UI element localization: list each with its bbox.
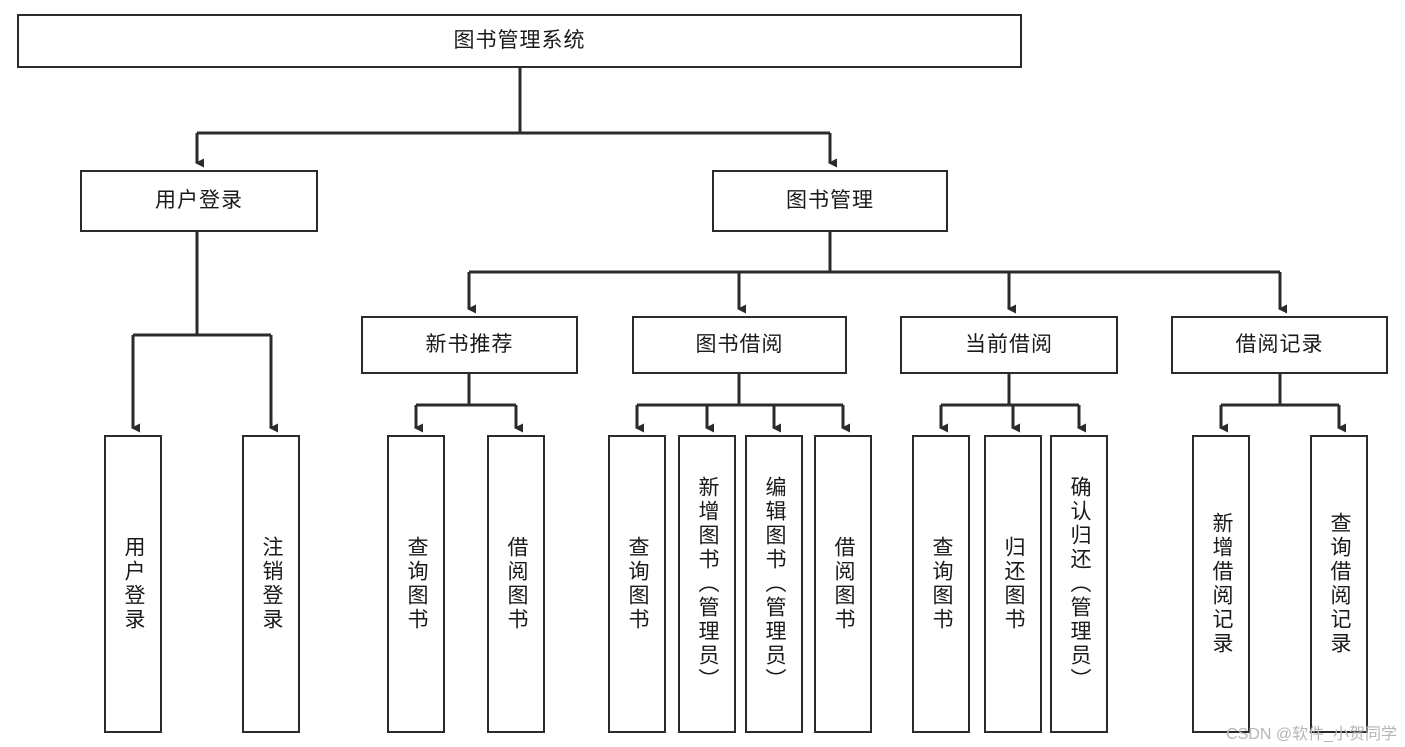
leaf-label: 查询借阅记录	[1328, 512, 1351, 656]
node-leaf-return-book[interactable]: 归还图书	[984, 435, 1042, 733]
node-new-book-recommend[interactable]: 新书推荐	[361, 316, 578, 374]
node-leaf-user-login[interactable]: 用户登录	[104, 435, 162, 733]
node-leaf-confirm-return-admin[interactable]: 确认归还（管理员）	[1050, 435, 1108, 733]
leaf-label: 注销登录	[260, 536, 283, 632]
node-leaf-query-borrow-record[interactable]: 查询借阅记录	[1310, 435, 1368, 733]
node-leaf-borrow-book-recommend[interactable]: 借阅图书	[487, 435, 545, 733]
leaf-label: 借阅图书	[505, 536, 528, 632]
node-current-borrow[interactable]: 当前借阅	[900, 316, 1118, 374]
watermark-text: CSDN @软件_小贺同学	[1226, 726, 1397, 743]
leaf-label: 归还图书	[1002, 536, 1025, 632]
node-leaf-borrow-book[interactable]: 借阅图书	[814, 435, 872, 733]
node-user-login[interactable]: 用户登录	[80, 170, 318, 232]
node-leaf-query-book-current[interactable]: 查询图书	[912, 435, 970, 733]
leaf-label: 新增图书（管理员）	[696, 476, 719, 692]
node-leaf-add-book-admin[interactable]: 新增图书（管理员）	[678, 435, 736, 733]
node-leaf-logout-login[interactable]: 注销登录	[242, 435, 300, 733]
leaf-label: 查询图书	[930, 536, 953, 632]
node-book-management[interactable]: 图书管理	[712, 170, 948, 232]
node-book-borrow[interactable]: 图书借阅	[632, 316, 847, 374]
node-leaf-query-book-recommend[interactable]: 查询图书	[387, 435, 445, 733]
leaf-label: 编辑图书（管理员）	[763, 476, 786, 692]
node-leaf-edit-book-admin[interactable]: 编辑图书（管理员）	[745, 435, 803, 733]
leaf-label: 查询图书	[626, 536, 649, 632]
leaf-label: 新增借阅记录	[1210, 512, 1233, 656]
leaf-label: 查询图书	[405, 536, 428, 632]
node-leaf-add-borrow-record[interactable]: 新增借阅记录	[1192, 435, 1250, 733]
node-borrow-record[interactable]: 借阅记录	[1171, 316, 1388, 374]
leaf-label: 确认归还（管理员）	[1068, 476, 1091, 692]
leaf-label: 用户登录	[122, 536, 145, 632]
node-root[interactable]: 图书管理系统	[17, 14, 1022, 68]
node-leaf-query-book-borrow[interactable]: 查询图书	[608, 435, 666, 733]
leaf-label: 借阅图书	[832, 536, 855, 632]
